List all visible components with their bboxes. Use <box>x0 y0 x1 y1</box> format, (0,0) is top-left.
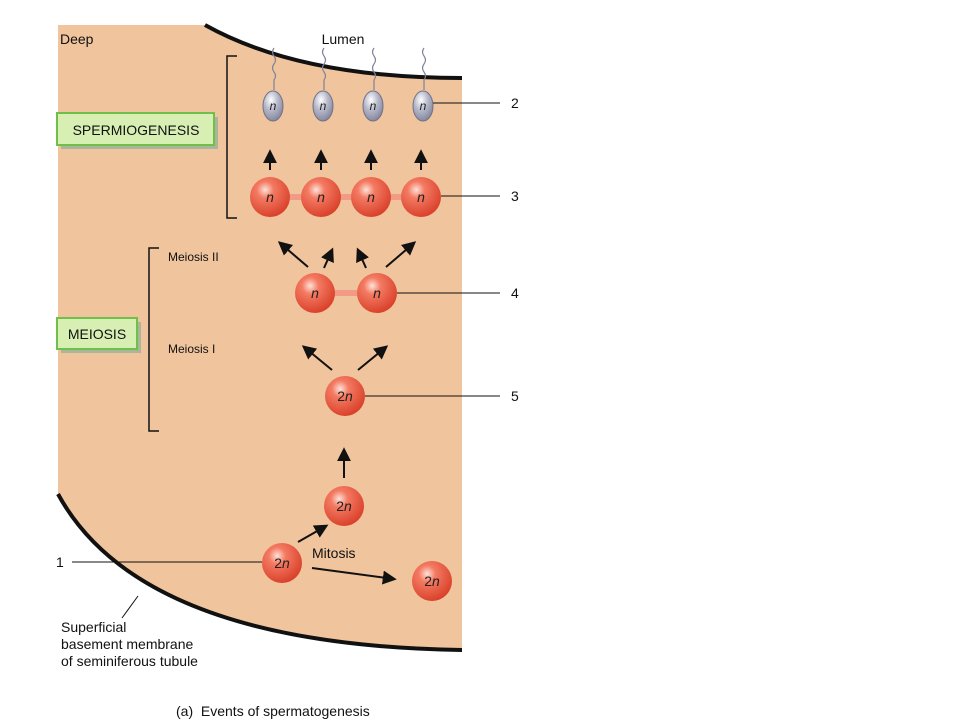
arrow <box>301 345 333 371</box>
spermatid: n <box>301 177 341 217</box>
lumen-label: Lumen <box>322 31 365 47</box>
spermatozoa: n n n n <box>262 47 434 122</box>
basement-label-line1: Superficial <box>61 619 126 635</box>
arrow <box>277 241 309 268</box>
spermatid: n <box>351 177 391 217</box>
arrow <box>385 241 417 268</box>
meiosis-bracket <box>148 247 159 432</box>
primary-spermatocyte-ploidy: 2n <box>337 388 353 404</box>
arrow <box>321 247 334 269</box>
spermatozoon: n <box>262 47 284 122</box>
spermatid: n <box>250 177 290 217</box>
type-a-spermatogonium: 2n <box>262 543 302 583</box>
spermatid-ploidy: n <box>417 189 425 205</box>
sperm-ploidy: n <box>370 99 377 113</box>
figure-caption: (a) Events of spermatogenesis <box>176 703 370 719</box>
spermatocyte-ploidy: n <box>373 285 381 301</box>
meiosis-ii-label: Meiosis II <box>168 250 219 264</box>
arrow <box>311 567 397 585</box>
meiosis-i-label: Meiosis I <box>168 342 215 356</box>
basement-label-line3: of seminiferous tubule <box>61 653 198 669</box>
spermatozoon: n <box>312 47 334 122</box>
spermiogenesis-label: SPERMIOGENESIS <box>73 122 200 138</box>
spermatids: n n n n <box>250 177 441 217</box>
callout-lines <box>72 102 500 619</box>
callout-3: 3 <box>511 188 519 204</box>
spermatozoon: n <box>362 47 384 122</box>
callout-2: 2 <box>511 95 519 111</box>
arrow <box>356 247 369 269</box>
basement-membrane <box>56 493 463 652</box>
arrow <box>297 524 329 543</box>
sperm-ploidy: n <box>270 99 277 113</box>
spermiogenesis-box: SPERMIOGENESIS <box>56 112 218 149</box>
type-a-ploidy: 2n <box>274 555 290 571</box>
lumen-boundary <box>204 23 463 80</box>
spermatid-ploidy: n <box>317 189 325 205</box>
spermatozoon: n <box>412 47 434 122</box>
basement-label-line2: basement membrane <box>61 636 194 652</box>
meiosis-box: MEIOSIS <box>56 317 141 353</box>
callout-5: 5 <box>511 388 519 404</box>
callout-1: 1 <box>56 554 64 570</box>
primary-spermatocyte: 2n <box>325 376 365 416</box>
meiosis-ii-arrows <box>277 241 417 269</box>
spermatid-ploidy: n <box>266 189 274 205</box>
meiosis-i-arrows <box>301 345 389 371</box>
spermiogenesis-bracket <box>226 55 237 219</box>
secondary-spermatocytes: n n <box>295 273 397 313</box>
deep-label: Deep <box>60 31 94 47</box>
arrow <box>357 345 389 371</box>
cytoplasmic-bridge <box>270 194 422 200</box>
callout-4: 4 <box>511 285 519 301</box>
mitosis-arrows <box>297 524 397 585</box>
mitosis-label: Mitosis <box>312 545 356 561</box>
sperm-ploidy: n <box>420 99 427 113</box>
type-b-ploidy: 2n <box>336 498 352 514</box>
callout-line-membrane <box>121 595 139 619</box>
spermatid: n <box>401 177 441 217</box>
daughter-spermatogonium: 2n <box>412 561 452 601</box>
meiosis-label: MEIOSIS <box>68 326 126 342</box>
spermatocyte-ploidy: n <box>311 285 319 301</box>
secondary-spermatocyte: n <box>295 273 335 313</box>
type-b-spermatogonium: 2n <box>324 486 364 526</box>
sperm-ploidy: n <box>320 99 327 113</box>
secondary-spermatocyte: n <box>357 273 397 313</box>
cytoplasmic-bridge <box>315 290 377 296</box>
daughter-ploidy: 2n <box>424 573 440 589</box>
spermatid-ploidy: n <box>367 189 375 205</box>
spermiogenesis-arrows <box>263 149 428 170</box>
